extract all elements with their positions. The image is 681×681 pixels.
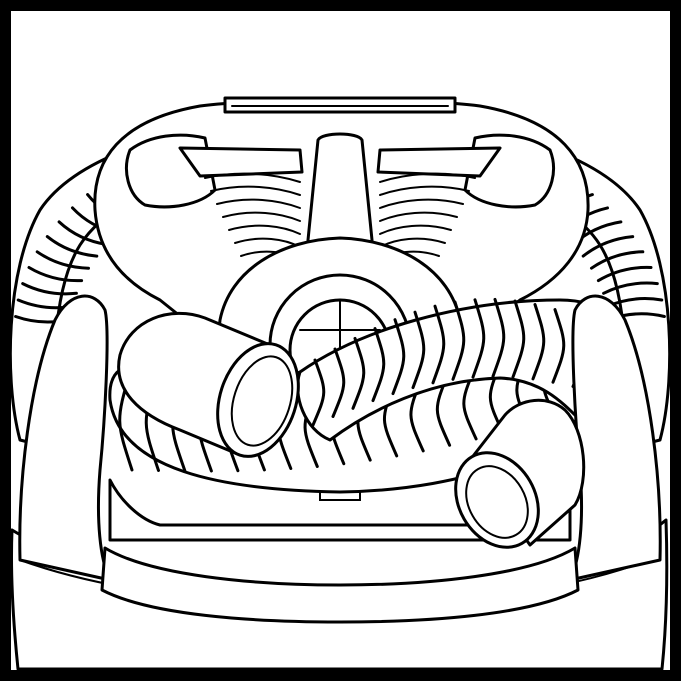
- hose-rib: [511, 299, 526, 379]
- hose-rib: [331, 347, 346, 418]
- grille-slot: [204, 172, 301, 183]
- grille-slot: [379, 211, 458, 222]
- hose-rib: [602, 281, 659, 295]
- hose-rib: [581, 235, 635, 258]
- hose-rib: [491, 297, 506, 378]
- hose-rib: [35, 250, 90, 270]
- cuff-opening-right: [454, 451, 540, 549]
- grille-slot: [379, 198, 464, 209]
- hose-rib: [551, 308, 566, 384]
- hose-rib: [411, 310, 426, 390]
- hose-rib: [27, 266, 84, 283]
- hose-rib: [311, 358, 326, 427]
- cuff-body-right: [468, 398, 586, 547]
- cuff-bore-left: [230, 355, 294, 447]
- hose-cuff-right: [454, 398, 586, 549]
- hose-cuff-left: [117, 311, 300, 458]
- cuff-opening-left: [216, 342, 300, 458]
- grille-slot: [222, 211, 301, 222]
- grille-slot: [216, 198, 301, 209]
- hose-rib: [590, 250, 645, 270]
- side-handle-left: [18, 294, 112, 582]
- grille-slot: [379, 185, 470, 196]
- side-handle-right: [568, 294, 662, 582]
- vent-grille-left: [204, 172, 301, 261]
- cuff-bore-right: [465, 465, 529, 539]
- hose-rib: [351, 336, 366, 410]
- grille-slot: [228, 224, 301, 235]
- grille-slot: [379, 172, 476, 183]
- vacuum-art: [8, 96, 672, 671]
- hose-rib: [596, 265, 653, 283]
- hose-rib: [45, 235, 99, 258]
- grille-slot: [210, 185, 301, 196]
- handle-base-bar: [100, 546, 580, 624]
- grille-slot: [379, 224, 452, 235]
- hose-rib: [451, 300, 466, 381]
- hose-rib: [371, 327, 386, 403]
- hose-rib: [471, 298, 486, 379]
- hose-rib: [391, 318, 406, 396]
- hose-rib: [21, 282, 78, 296]
- cord-wrap-right: [376, 146, 502, 178]
- cord-wrap-left: [178, 146, 304, 178]
- hose-rib: [431, 304, 446, 385]
- hose-rib: [531, 303, 546, 381]
